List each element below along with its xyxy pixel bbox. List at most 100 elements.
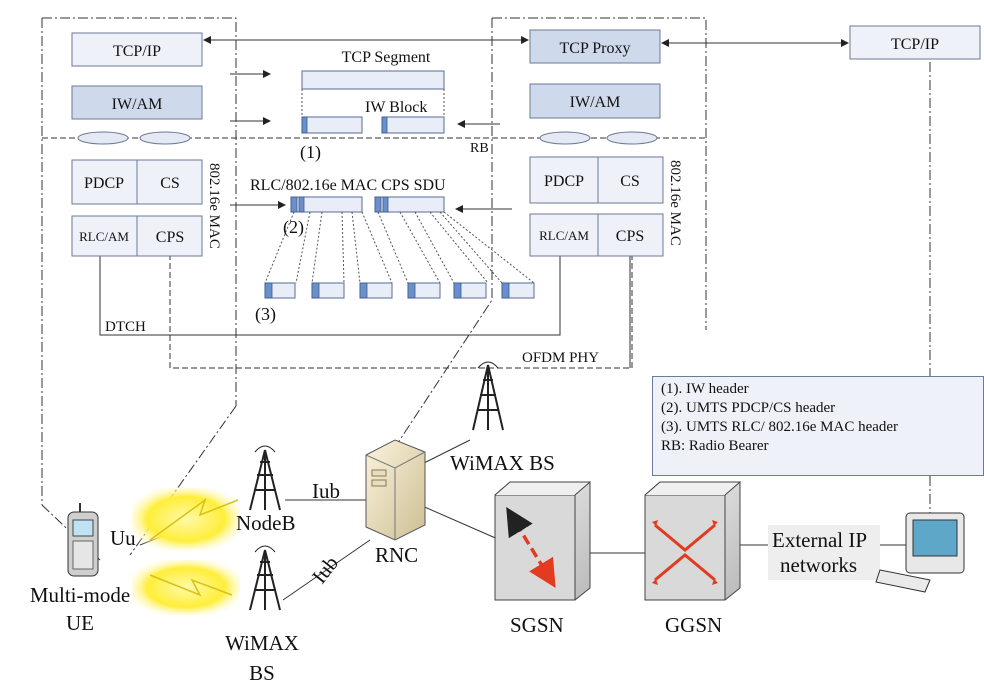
mac-pdu-header-6 bbox=[501, 282, 510, 299]
iw-block-label: IW Block bbox=[365, 99, 427, 116]
ue-label-line2: UE bbox=[66, 611, 94, 635]
ofdm-phy-label: OFDM PHY bbox=[522, 350, 599, 366]
fan-line bbox=[341, 211, 345, 284]
wimax-bs-top-icon bbox=[472, 361, 504, 431]
iub-top-label: Iub bbox=[312, 479, 340, 503]
proxy-pdcp-box bbox=[529, 156, 599, 204]
proxy-rb-ellipse-left bbox=[539, 131, 591, 145]
ue-tcpip-label: TCP/IP bbox=[113, 43, 161, 60]
fan-line bbox=[414, 211, 455, 284]
ue-iwam-label: IW/AM bbox=[112, 96, 163, 113]
proxy-cps-box bbox=[597, 213, 664, 257]
wimax-bs-bottom-line1: WiMAX bbox=[225, 631, 299, 655]
proxy-enclosure-outline bbox=[492, 17, 707, 330]
ext-label-line2: networks bbox=[780, 553, 857, 577]
proxy-pdcp-label: PDCP bbox=[544, 173, 584, 190]
wimax-bs-bottom-icon bbox=[249, 545, 281, 611]
proxy-rlcam-label: RLC/AM bbox=[539, 228, 589, 243]
proxy-iwam-label: IW/AM bbox=[570, 94, 621, 111]
rnc-label: RNC bbox=[375, 543, 418, 567]
proxy-tcp-box bbox=[529, 29, 661, 64]
ue-rb-ellipse-left bbox=[77, 131, 129, 145]
fan-line bbox=[443, 211, 535, 284]
ext-label-line1: External IP bbox=[772, 528, 867, 552]
fan-line bbox=[311, 211, 323, 284]
proxy-tcp-label: TCP Proxy bbox=[560, 40, 631, 57]
nodeb-label: NodeB bbox=[236, 511, 296, 535]
ue-pdcp-label: PDCP bbox=[84, 175, 124, 192]
sdu-header-1a bbox=[290, 196, 298, 213]
air-interface-flash-top bbox=[132, 488, 240, 550]
tcp-segment-label: TCP Segment bbox=[342, 49, 431, 66]
phy-enclosure bbox=[169, 245, 633, 369]
proxy-iwam-box bbox=[529, 83, 661, 119]
external-networks-cloud bbox=[768, 525, 880, 580]
host-tcpip-label: TCP/IP bbox=[891, 36, 939, 53]
fan-line bbox=[377, 211, 409, 284]
legend-item-iw-header: (1). IW header bbox=[661, 381, 749, 397]
rb-label: RB bbox=[470, 141, 489, 156]
ue-label-line1: Multi-mode bbox=[30, 583, 130, 607]
iub-link-bottom bbox=[282, 539, 371, 601]
fan-line bbox=[361, 211, 393, 284]
proxy-cs-label: CS bbox=[620, 173, 640, 190]
air-interface-flash-bottom bbox=[132, 560, 240, 615]
rlc-sdu-label: RLC/802.16e MAC CPS SDU bbox=[250, 177, 446, 194]
ue-rlcam-label: RLC/AM bbox=[79, 229, 129, 244]
iw-header-1 bbox=[301, 116, 308, 134]
marker-3: (3) bbox=[255, 304, 276, 325]
ue-cps-label: CPS bbox=[156, 229, 184, 246]
legend-item-radio-bearer: RB: Radio Bearer bbox=[661, 438, 769, 454]
uu-label: Uu bbox=[110, 526, 136, 550]
fan-line bbox=[264, 211, 295, 284]
iw-block-1 bbox=[301, 116, 363, 134]
ue-mac-label: 802.16e MAC bbox=[206, 163, 222, 249]
iub-bottom-label: Iub bbox=[307, 551, 343, 588]
wimax-bs-top-label: WiMAX BS bbox=[450, 451, 555, 475]
host-computer-icon bbox=[875, 512, 965, 593]
proxy-enclosure-link bbox=[379, 18, 493, 471]
sgsn-switch-icon bbox=[494, 481, 592, 601]
sdu-header-1b bbox=[298, 196, 305, 213]
proxy-protocol-stack: TCP Proxy IW/AM PDCP CS RLC/AM CPS 802.1… bbox=[529, 29, 683, 257]
sgsn-label: SGSN bbox=[510, 613, 564, 637]
ue-rb-ellipse-right bbox=[139, 131, 191, 145]
proxy-rlcam-box bbox=[529, 213, 599, 257]
proxy-rb-ellipse-right bbox=[606, 131, 658, 145]
proxy-cps-label: CPS bbox=[616, 228, 644, 245]
ue-enclosure-outline bbox=[42, 17, 237, 406]
sdu-header-2a bbox=[374, 196, 382, 213]
fan-line bbox=[439, 211, 503, 284]
fan-line bbox=[295, 211, 311, 284]
wimax-bs-bottom-line2: BS bbox=[249, 661, 275, 685]
ue-protocol-stack: TCP/IP IW/AM PDCP CS RLC/AM CPS 802.16e … bbox=[71, 32, 222, 257]
legend: (1). IW header (2). UMTS PDCP/CS header … bbox=[652, 376, 984, 476]
mac-pdu-header-4 bbox=[407, 282, 416, 299]
fan-line bbox=[399, 211, 441, 284]
dtch-path bbox=[99, 250, 561, 336]
rnc-server-icon bbox=[365, 439, 426, 541]
rnc-wimax-link bbox=[419, 439, 471, 466]
proxy-mac-label: 802.16e MAC bbox=[667, 160, 683, 246]
mac-pdu-row bbox=[264, 282, 535, 299]
ue-iwam-box bbox=[71, 85, 203, 120]
iw-block-2 bbox=[381, 116, 445, 134]
rnc-sgsn-link bbox=[419, 504, 501, 541]
legend-item-pdcp-header: (2). UMTS PDCP/CS header bbox=[661, 400, 836, 416]
sdu-header-2b bbox=[382, 196, 389, 213]
nodeb-tower-icon bbox=[249, 445, 281, 511]
legend-item-rlc-header: (3). UMTS RLC/ 802.16e MAC header bbox=[661, 419, 899, 435]
mac-pdu-header-2 bbox=[311, 282, 320, 299]
tcp-segment-block bbox=[301, 70, 445, 90]
ggsn-label: GGSN bbox=[665, 613, 722, 637]
segmentation-area: TCP Segment IW Block (1) RB RLC/802.16e … bbox=[230, 49, 535, 325]
dtch-label: DTCH bbox=[105, 319, 146, 335]
ue-cs-box bbox=[136, 159, 203, 205]
mac-pdu-header-5 bbox=[453, 282, 462, 299]
mac-pdu-header-3 bbox=[359, 282, 368, 299]
ue-cps-box bbox=[136, 215, 203, 257]
mac-pdu-header-1 bbox=[264, 282, 273, 299]
ue-tcpip-box bbox=[71, 32, 203, 67]
proxy-cs-box bbox=[597, 156, 664, 204]
